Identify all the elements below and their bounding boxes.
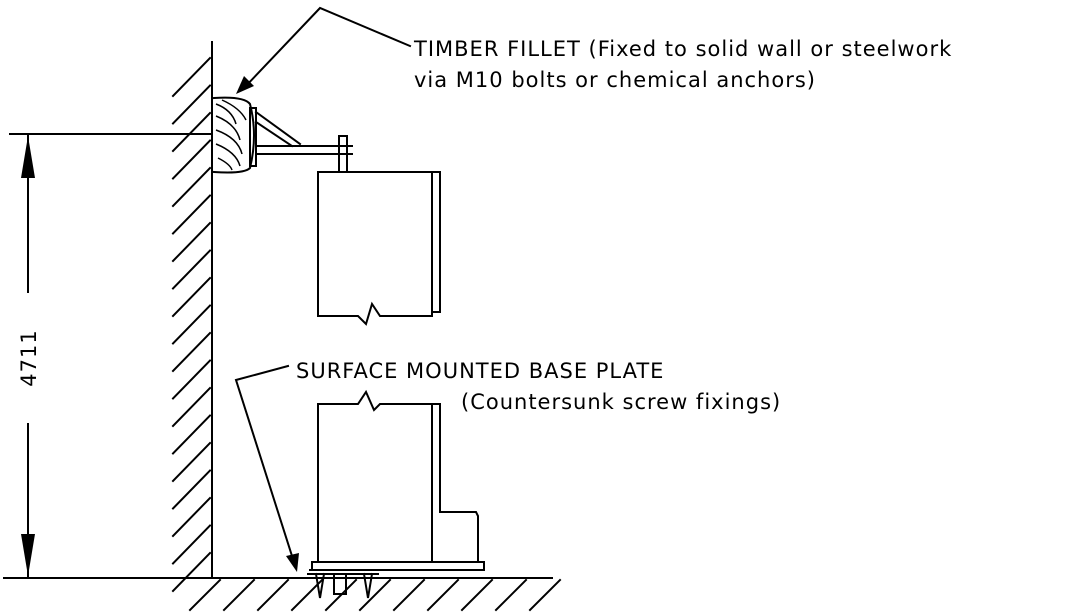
wall-hatch-line — [171, 56, 212, 98]
timber-fillet-label-line1: TIMBER FILLET (Fixed to solid wall or st… — [413, 37, 952, 61]
wall-hatch-line — [171, 139, 212, 180]
wall-hatch-line — [171, 551, 212, 593]
leader-timber-fillet — [236, 6, 412, 94]
leader-base-plate — [234, 364, 299, 572]
base-plate-label-line1: SURFACE MOUNTED BASE PLATE — [296, 359, 664, 383]
wall-hatch-line — [171, 441, 212, 483]
wall-hatch-line — [171, 414, 212, 455]
shutter-upper-outline — [317, 171, 433, 326]
bracket — [249, 107, 353, 173]
floor-hatch-line — [256, 578, 290, 612]
wall-hatch-line — [171, 84, 212, 125]
floor-hatch-line — [358, 578, 392, 612]
floor-hatch-line — [528, 578, 562, 612]
wall-hatching — [171, 56, 212, 593]
wall-hatch-line — [171, 304, 212, 345]
floor-hatch-line — [392, 578, 426, 612]
wall-hatch-line — [171, 386, 212, 428]
dimension-arrow-top — [21, 136, 35, 178]
wall-hatch-line — [171, 111, 212, 153]
wall-hatch-line — [171, 496, 212, 538]
wall-hatch-line — [171, 469, 212, 510]
floor-hatch-line — [188, 578, 222, 612]
dimension-arrow-bottom — [21, 534, 35, 576]
wall-hatch-line — [171, 194, 212, 235]
dimension-value: 4711 — [17, 329, 41, 386]
timber-fillet-outline — [212, 96, 255, 174]
wall-hatch-line — [171, 166, 212, 208]
floor-hatch-line — [426, 578, 460, 612]
floor-hatch-line — [460, 578, 494, 612]
wall-hatch-line — [171, 359, 212, 400]
bracket-plate — [249, 107, 257, 167]
floor-hatch-line — [494, 578, 528, 612]
base-plate — [307, 561, 485, 599]
wall-hatch-line — [171, 524, 212, 565]
floor-hatching — [188, 578, 562, 612]
shutter-foot — [431, 511, 479, 563]
base-plate-label-line2: (Countersunk screw fixings) — [461, 390, 781, 414]
floor — [3, 577, 562, 612]
leader-arrow-base-plate — [286, 553, 299, 572]
screw-fixing-left — [314, 572, 326, 599]
dimension-4711: 4711 — [9, 133, 211, 577]
shutter-lower-outline — [317, 389, 433, 563]
timber-fillet-label-line2: via M10 bolts or chemical anchors) — [414, 68, 816, 92]
screw-fixing-right — [362, 572, 374, 599]
leader-arrow-timber — [236, 76, 254, 94]
wall-hatch-line — [171, 276, 212, 318]
wall — [171, 41, 213, 593]
wall-hatch-line — [171, 249, 212, 290]
base-plate-stud — [333, 573, 347, 595]
floor-hatch-line — [222, 578, 256, 612]
timber-fillet — [212, 96, 255, 174]
wall-hatch-line — [171, 221, 212, 263]
wall-hatch-line — [171, 331, 212, 373]
base-plate-outline — [311, 561, 485, 571]
shutter-lower — [317, 389, 479, 563]
shutter-upper — [317, 171, 441, 326]
